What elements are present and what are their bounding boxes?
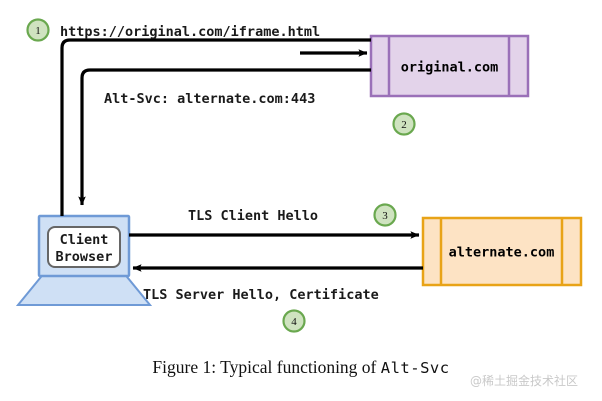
step-1-circle bbox=[26, 18, 50, 42]
client-browser-label-line1: Client bbox=[60, 232, 109, 248]
step-badge-3: 3 bbox=[373, 203, 397, 227]
step-4-circle bbox=[282, 309, 306, 333]
arrow-altsvc-response-to-client bbox=[78, 68, 371, 206]
label-tls-server-hello: TLS Server Hello, Certificate bbox=[143, 287, 379, 303]
step-badge-2: 2 bbox=[392, 112, 416, 136]
label-request-url: https://original.com/iframe.html bbox=[60, 24, 320, 40]
figure-caption: Figure 1: Typical functioning of Alt-Svc bbox=[0, 357, 602, 378]
label-tls-client-hello: TLS Client Hello bbox=[188, 208, 318, 224]
figure-caption-text: Figure 1: Typical functioning of bbox=[152, 357, 381, 377]
step-3-number: 3 bbox=[382, 210, 388, 222]
arrow-request-to-original bbox=[60, 38, 371, 216]
step-3-circle bbox=[373, 203, 397, 227]
node-original-com: original.com bbox=[369, 34, 530, 98]
alternate-com-label: alternate.com bbox=[449, 245, 555, 261]
browser-window bbox=[47, 226, 121, 268]
original-com-label: original.com bbox=[401, 60, 499, 76]
step-badge-4: 4 bbox=[282, 309, 306, 333]
node-alternate-com: alternate.com bbox=[421, 216, 583, 287]
figure-caption-code: Alt-Svc bbox=[380, 359, 450, 377]
original-com-box bbox=[369, 34, 530, 98]
step-1-number: 1 bbox=[35, 25, 41, 37]
node-client-browser: Client Browser bbox=[15, 214, 153, 306]
step-2-number: 2 bbox=[401, 119, 407, 131]
step-2-circle bbox=[392, 112, 416, 136]
step-badge-1: 1 bbox=[26, 18, 50, 42]
alternate-com-box bbox=[421, 216, 583, 287]
client-browser-label-line2: Browser bbox=[56, 249, 113, 265]
step-4-number: 4 bbox=[291, 316, 297, 328]
label-alt-svc-header: Alt-Svc: alternate.com:443 bbox=[104, 91, 315, 107]
